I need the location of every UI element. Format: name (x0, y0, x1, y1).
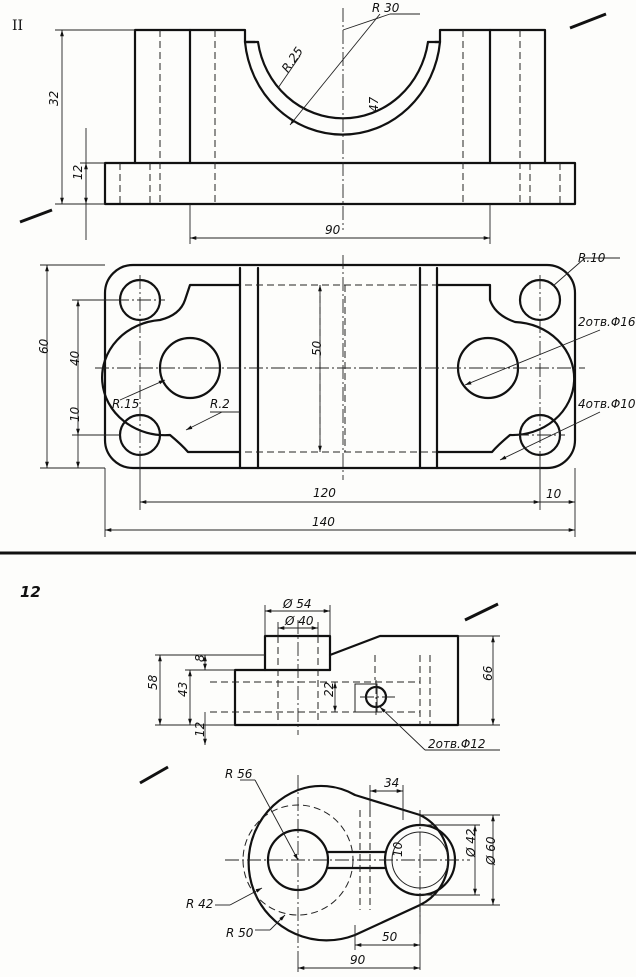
p12-label-50: 50 (382, 930, 398, 944)
p11-label-r10: R.10 (578, 251, 606, 265)
p11-label-60: 60 (37, 338, 51, 354)
p12-label-34: 34 (384, 776, 399, 790)
p11-front-view: II R 30 R.25 47 (12, 1, 607, 244)
p11-plan-outline (103, 263, 577, 470)
p12-label-holes: 2отв.Φ12 (428, 737, 486, 751)
p12-label-d42: Ø 42 (464, 828, 478, 858)
p11-label-holes10: 4отв.Φ10 (578, 397, 636, 411)
p11-label-12: 12 (71, 165, 85, 180)
p11-label-32: 32 (47, 91, 61, 106)
p11-label-r2: R.2 (210, 397, 230, 411)
p12-label-d54: Ø 54 (282, 597, 312, 611)
section-mark (569, 12, 607, 30)
p11-left-boss (100, 283, 242, 454)
p12-label-12: 12 (193, 722, 207, 737)
p11-label-120: 120 (313, 486, 336, 500)
p12-label-58: 58 (146, 674, 160, 690)
p11-label-r15: R.15 (112, 397, 139, 411)
p12-label-d40: Ø 40 (284, 614, 314, 628)
p12-label-10: 10 (391, 841, 405, 857)
p12-label-r56: R 56 (225, 767, 253, 781)
p12-number: 12 (20, 583, 41, 601)
p11-label-10-right: 10 (546, 487, 562, 501)
p11-number: II (12, 18, 23, 34)
section-mark (139, 765, 169, 785)
p12-label-8: 8 (193, 654, 207, 662)
p11-label-40: 40 (68, 350, 82, 366)
p11-left-block (133, 28, 257, 165)
p11-label-holes16: 2отв.Φ16 (578, 315, 636, 329)
p12-label-43: 43 (176, 682, 190, 697)
p12-plan-outline (247, 784, 450, 942)
p11-label-10: 10 (68, 406, 82, 422)
p12-plan-view: R 56 R 42 R 50 34 10 Ø 42 Ø 60 50 90 (186, 767, 500, 972)
p11-label-r30: R 30 (372, 1, 400, 15)
p11-label-r25: R.25 (279, 44, 306, 74)
p12-label-r50: R 50 (226, 926, 254, 940)
section-mark (19, 208, 53, 224)
section-mark (464, 602, 499, 622)
p11-hole-d16 (158, 336, 222, 400)
p11-label-90: 90 (325, 223, 341, 237)
p11-label-50: 50 (310, 340, 324, 356)
p12-label-r42: R 42 (186, 897, 213, 911)
p12-label-90: 90 (350, 953, 366, 967)
p12-label-22: 22 (322, 682, 336, 697)
p11-label-47: 47 (367, 96, 381, 112)
p11-base-plate (103, 161, 577, 206)
p12-label-66: 66 (481, 665, 495, 681)
p12-label-d60: Ø 60 (484, 836, 498, 866)
p11-half-bore (243, 40, 442, 136)
p11-label-140: 140 (312, 515, 335, 529)
p11-right-boss (435, 283, 576, 454)
p12-front-view: 12 Ø 54 Ø 40 58 (20, 583, 500, 785)
p12-front-body (233, 634, 460, 727)
p11-plan-view: 60 40 10 50 R.10 2отв.Φ16 4отв.Φ10 R.15 … (37, 251, 636, 537)
